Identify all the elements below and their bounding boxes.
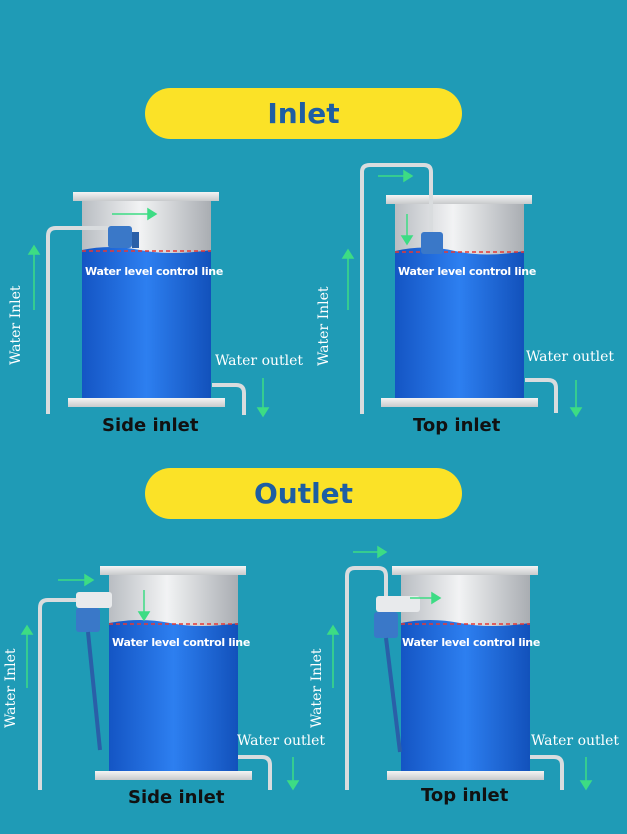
panel-caption: Top inlet: [421, 785, 509, 806]
panel-3-pipes: [38, 598, 272, 790]
inlet-title-text: Inlet: [267, 97, 340, 130]
float-valve: [374, 596, 420, 753]
panel-2-pipes: [360, 163, 558, 414]
tank-base: [387, 771, 544, 780]
panel-4-arrows: [326, 545, 593, 791]
water-inlet-label: Water Inlet: [309, 648, 325, 728]
tank-lid: [73, 192, 219, 201]
float-valve: [108, 226, 139, 248]
panel-caption: Side inlet: [128, 787, 225, 808]
water-level-label: Water level control line: [402, 636, 540, 649]
water-outlet-label: Water outlet: [526, 349, 615, 365]
panel-caption: Top inlet: [413, 415, 501, 436]
water-inlet-label: Water Inlet: [3, 648, 19, 728]
water-level-label: Water level control line: [112, 636, 250, 649]
water-volume: [109, 620, 238, 771]
water-inlet-label: Water Inlet: [316, 286, 332, 366]
tank-base: [95, 771, 252, 780]
water-level-label: Water level control line: [85, 265, 223, 278]
float-valve: [421, 232, 443, 254]
water-volume: [395, 247, 524, 398]
panel-4-pipes: [345, 566, 564, 790]
panel-4-tank: [387, 566, 544, 780]
tank-lid: [100, 566, 246, 575]
tank-base: [381, 398, 538, 407]
panel-caption: Side inlet: [102, 415, 199, 436]
outlet-title-text: Outlet: [253, 477, 354, 510]
tank-base: [68, 398, 225, 407]
panel-1-pipes: [46, 226, 246, 415]
water-volume: [82, 247, 211, 398]
water-level-label: Water level control line: [398, 265, 536, 278]
water-outlet-label: Water outlet: [531, 733, 620, 749]
inlet-title: Inlet: [145, 88, 462, 139]
float-valve: [76, 592, 112, 751]
water-inlet-label: Water Inlet: [8, 285, 24, 365]
panel-1-arrows: [27, 207, 270, 418]
panel-2-arrows: [341, 169, 583, 418]
panel-1-tank: [68, 192, 225, 407]
outlet-title: Outlet: [145, 468, 462, 519]
tank-lid: [392, 566, 538, 575]
water-outlet-label: Water outlet: [237, 733, 326, 749]
panel-2-tank: [381, 195, 538, 407]
panel-3-arrows: [20, 573, 300, 791]
tank-lid: [386, 195, 532, 204]
water-outlet-label: Water outlet: [215, 353, 304, 369]
panel-3-tank: [95, 566, 252, 780]
water-volume: [401, 620, 530, 771]
